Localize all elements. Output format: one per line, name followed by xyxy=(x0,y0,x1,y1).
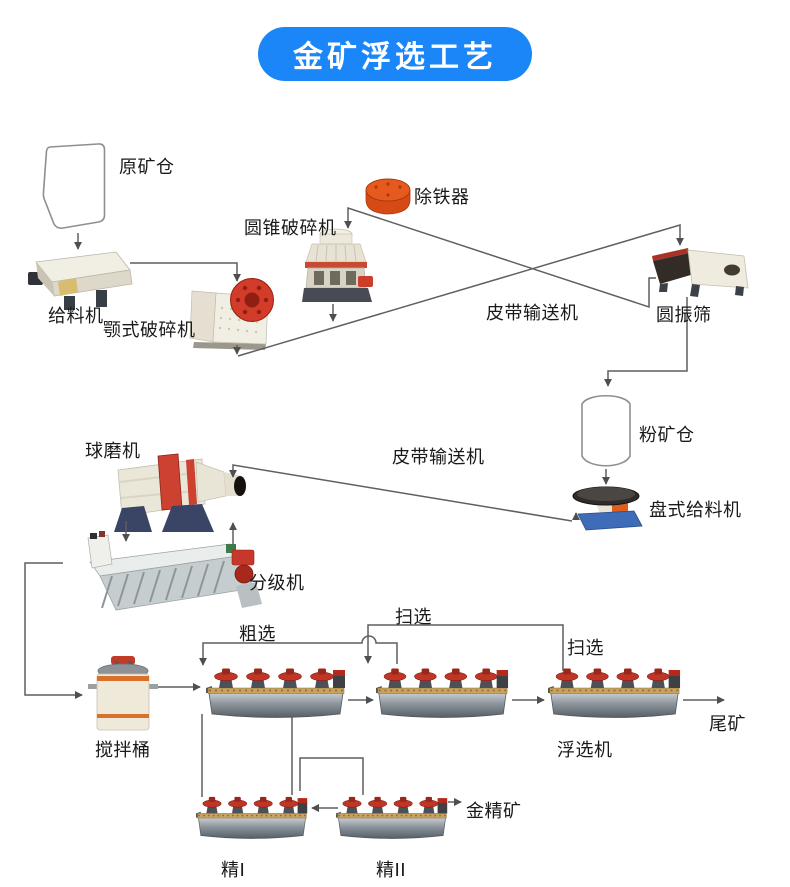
cone-crusher-illustration xyxy=(302,228,373,302)
ball-mill-illustration xyxy=(114,453,246,532)
label-cleaner-1: 精I xyxy=(221,860,246,881)
label-gold-concentrate: 金精矿 xyxy=(466,801,522,822)
label-classifier: 分级机 xyxy=(249,573,305,594)
label-scavenger-right: 扫选 xyxy=(567,638,604,659)
label-raw-ore-bin: 原矿仓 xyxy=(119,157,175,178)
label-iron-remover: 除铁器 xyxy=(414,187,470,208)
label-powder-bin: 粉矿仓 xyxy=(639,425,695,446)
label-vibrating-screen: 圆振筛 xyxy=(656,305,712,326)
label-cleaner-2: 精II xyxy=(376,860,407,881)
label-belt-conveyor-mid: 皮带输送机 xyxy=(392,447,485,468)
diagram-title: 金矿浮选工艺 xyxy=(258,27,532,81)
flotation-bank-scavenger-1 xyxy=(375,667,509,719)
flotation-bank-cleaner-1 xyxy=(195,796,308,840)
flotation-bank-cleaner-2 xyxy=(335,796,448,840)
label-belt-conveyor-top: 皮带输送机 xyxy=(486,303,579,324)
jaw-crusher-illustration xyxy=(189,278,274,350)
vibrating-screen-illustration xyxy=(652,248,749,297)
flotation-bank-scavenger-2 xyxy=(547,667,681,719)
label-scavenger-top: 扫选 xyxy=(395,607,432,628)
flow-lines xyxy=(24,206,725,813)
label-rougher: 粗选 xyxy=(239,624,276,645)
powder-bin-illustration xyxy=(581,394,631,467)
feeder-illustration xyxy=(28,251,133,310)
label-tailings: 尾矿 xyxy=(709,714,746,735)
disc-feeder-illustration xyxy=(572,486,643,531)
label-mixing-barrel: 搅拌桶 xyxy=(95,740,151,761)
flotation-bank-rougher xyxy=(205,667,346,719)
classifier-illustration xyxy=(87,531,262,611)
label-cone-crusher: 圆锥破碎机 xyxy=(244,218,337,239)
iron-remover-illustration xyxy=(365,178,411,215)
raw-ore-bin-illustration xyxy=(42,143,106,229)
label-ball-mill: 球磨机 xyxy=(85,441,141,462)
label-flotation-machine: 浮选机 xyxy=(557,740,613,761)
label-disc-feeder: 盘式给料机 xyxy=(649,500,742,521)
mixing-barrel-illustration xyxy=(88,656,158,731)
label-feeder: 给料机 xyxy=(48,306,104,327)
label-jaw-crusher: 颚式破碎机 xyxy=(103,320,196,341)
